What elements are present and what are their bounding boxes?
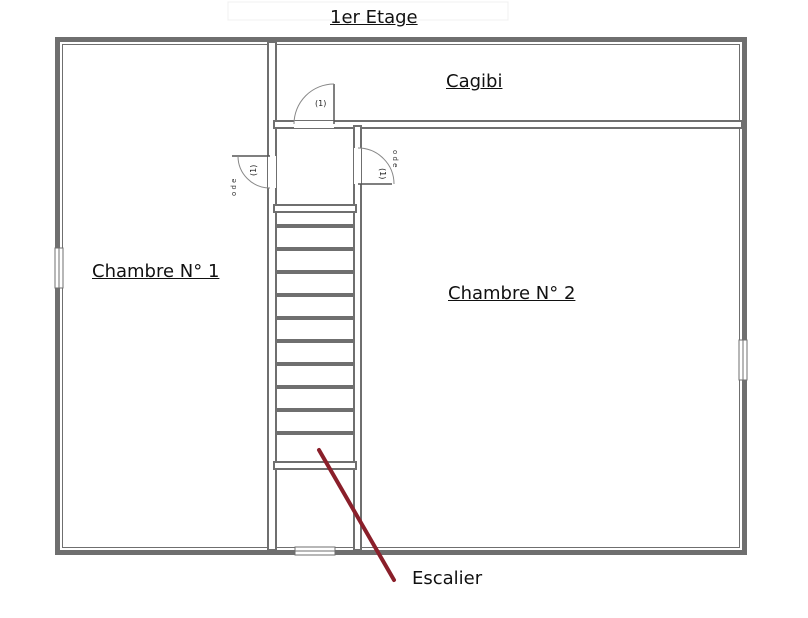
wall-landing-bottom — [273, 204, 357, 213]
door-chambre1-mark: (1) — [249, 165, 258, 176]
door-chambre1-ode: o d e — [230, 179, 238, 196]
door-cagibi-mark: (1) — [315, 99, 326, 108]
plan-title: 1er Etage — [330, 7, 418, 28]
room-label-cagibi: Cagibi — [446, 71, 503, 92]
door-chambre2-ode: o d e — [391, 150, 399, 167]
door-chambre1: (1) o d e — [230, 155, 276, 196]
door-cagibi: (1) — [293, 83, 335, 128]
room-label-chambre-2: Chambre N° 2 — [448, 283, 576, 304]
faint-background-marks — [227, 1, 509, 21]
stair-label: Escalier — [412, 568, 483, 589]
room-label-chambre-1: Chambre N° 1 — [92, 261, 220, 282]
outer-wall — [55, 37, 747, 555]
stair-pointer-line — [317, 448, 396, 582]
wall-stair-right — [353, 125, 362, 551]
wall-stair-bottom — [273, 461, 357, 470]
stair-treads — [276, 224, 354, 435]
wall-cagibi-bottom — [273, 120, 743, 129]
door-chambre2: (1) o d e — [354, 147, 399, 185]
outer-wall-inner-line — [62, 44, 740, 548]
door-chambre2-mark: (1) — [378, 168, 387, 179]
wall-chambre1-right — [267, 41, 277, 551]
